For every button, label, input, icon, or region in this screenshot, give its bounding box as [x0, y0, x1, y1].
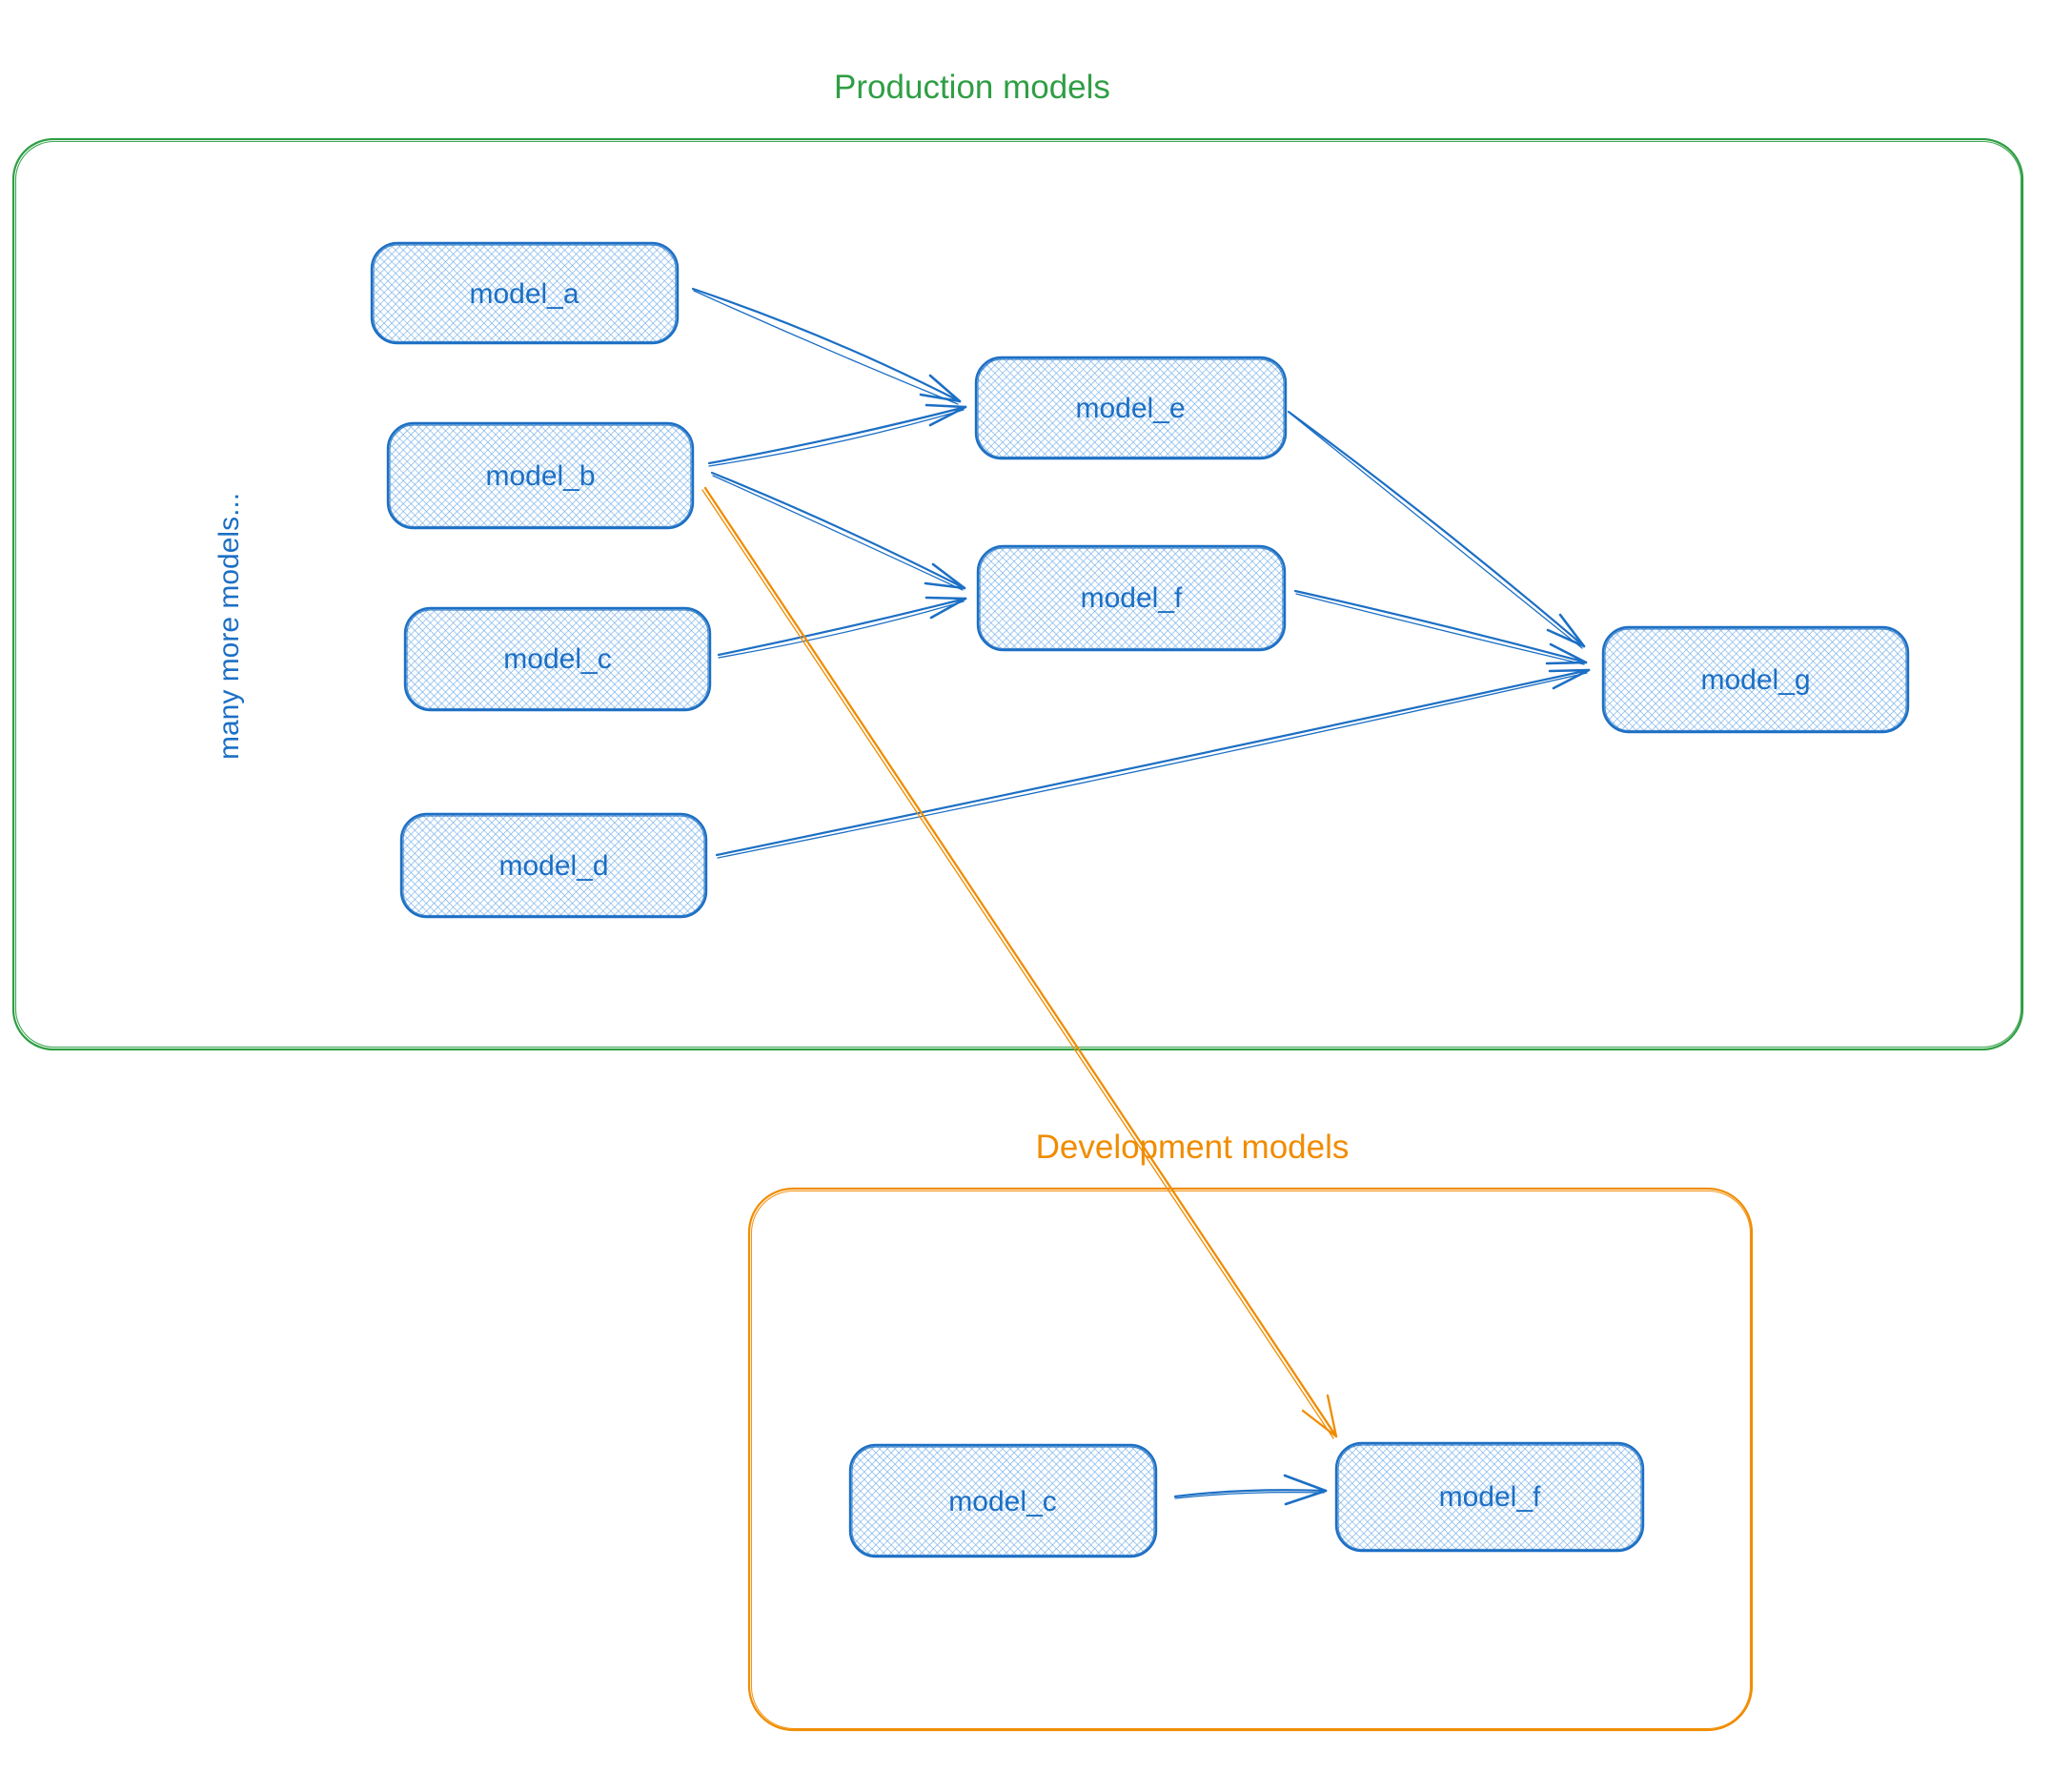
svg-text:model_d: model_d: [498, 850, 608, 882]
svg-text:model_g: model_g: [1700, 664, 1810, 696]
svg-text:many more models...: many more models...: [213, 493, 245, 760]
svg-text:model_a: model_a: [469, 278, 579, 310]
svg-text:Production models: Production models: [834, 69, 1110, 106]
svg-text:model_f: model_f: [1439, 1481, 1541, 1513]
svg-text:model_e: model_e: [1075, 393, 1185, 424]
svg-text:model_c: model_c: [948, 1486, 1056, 1517]
svg-text:model_b: model_b: [485, 460, 595, 492]
svg-text:model_f: model_f: [1081, 582, 1183, 614]
svg-text:Development models: Development models: [1036, 1129, 1350, 1166]
svg-text:model_c: model_c: [503, 643, 611, 675]
